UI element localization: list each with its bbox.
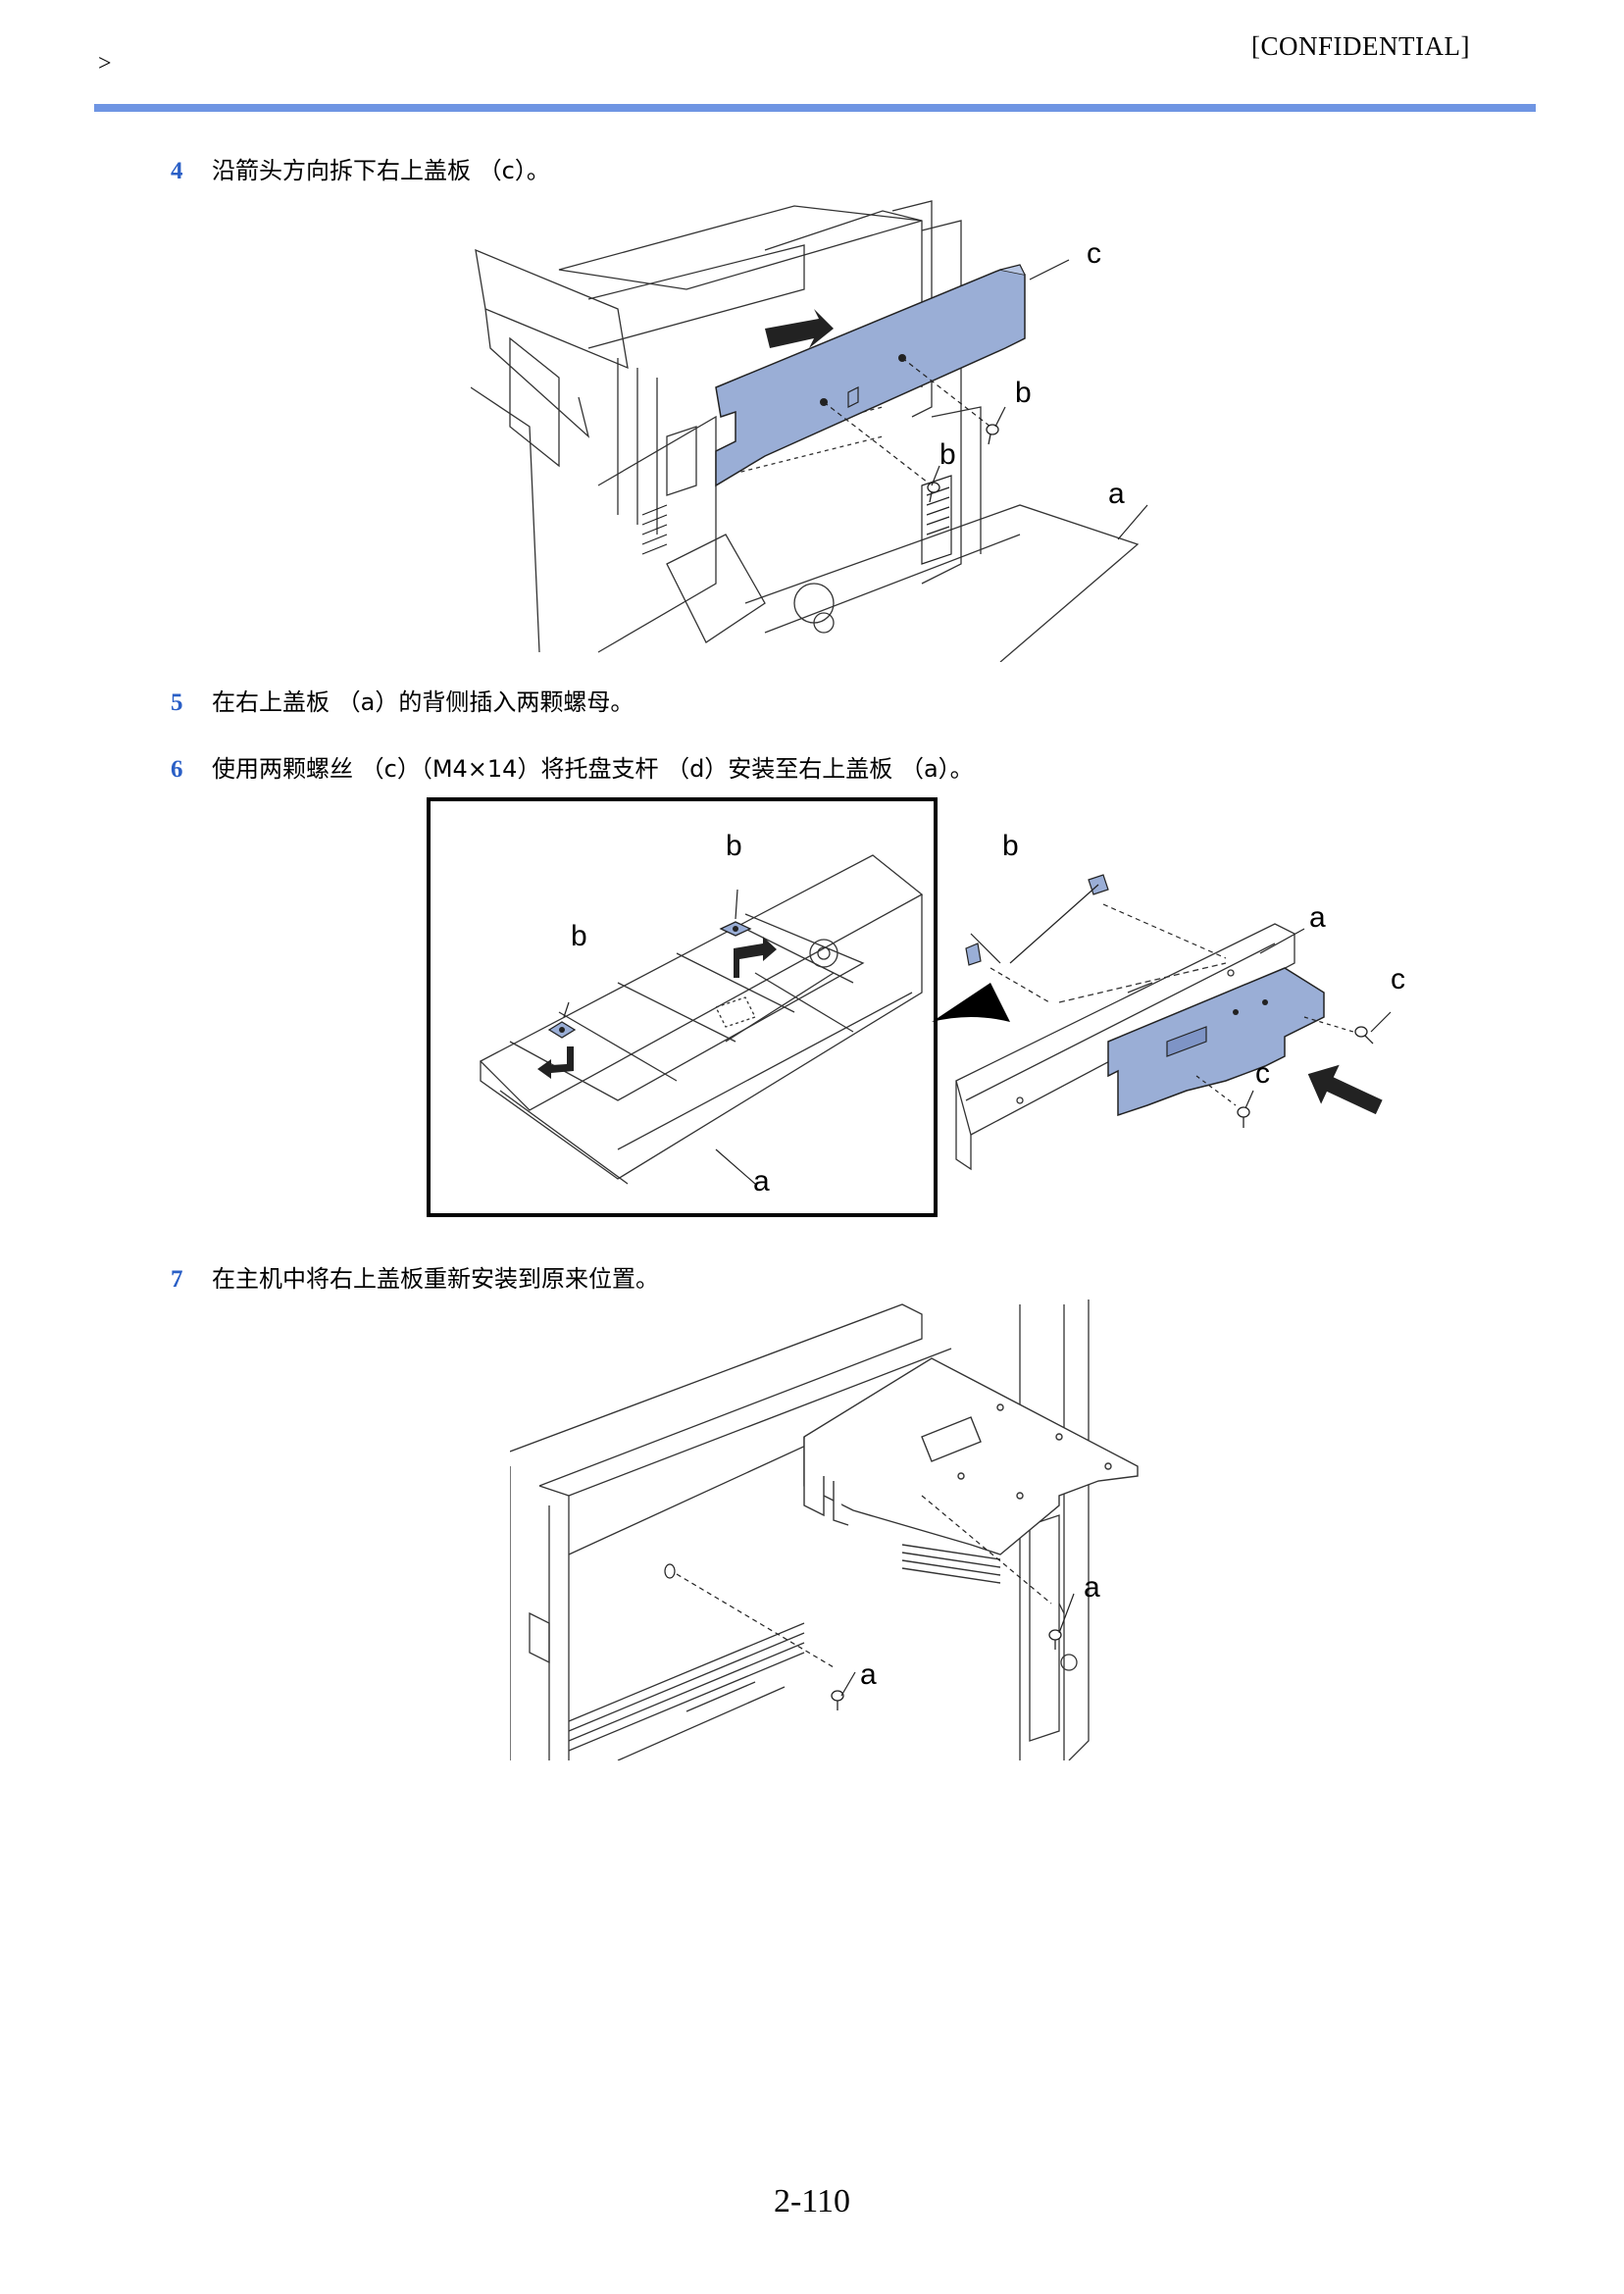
bracket-d [1107,967,1325,1117]
label-b: b [726,830,742,862]
callout-pointer [932,983,1010,1022]
label-a: a [1084,1571,1100,1604]
step-text: 在右上盖板 （a）的背侧插入两颗螺母。 [212,688,634,716]
cover-panel-c [715,269,1026,487]
label-c: c [1391,963,1405,995]
arrow-icon [734,937,777,978]
tray-bracket [803,1357,1139,1584]
detail-inset [427,797,938,1217]
nav-chevron: > [98,51,112,76]
nut-b-lower [965,943,982,966]
step-5: 5 在右上盖板 （a）的背侧插入两颗螺母。 [171,683,634,717]
step-text: 使用两颗螺丝 （c）（M4×14）将托盘支杆 （d）安装至右上盖板 （a）。 [212,755,974,783]
step-6: 6 使用两颗螺丝 （c）（M4×14）将托盘支杆 （d）安装至右上盖板 （a）。 [171,749,974,784]
screw-c-mid [1237,1106,1250,1128]
screw-a-lower [831,1690,844,1710]
step-number: 4 [171,158,183,184]
figure-install-bracket: b b a b a c c [427,797,1405,1217]
screw-a-upper [1048,1629,1062,1650]
step-4: 4 沿箭头方向拆下右上盖板 （c）。 [171,151,550,185]
arrow-icon [765,309,834,348]
arrow-icon [537,1046,574,1079]
arrow-icon [1307,1064,1383,1115]
label-c: c [1255,1057,1270,1090]
label-b: b [1002,830,1019,862]
label-a: a [1309,901,1326,934]
step-text: 在主机中将右上盖板重新安装到原来位置。 [212,1265,659,1293]
step-number: 7 [171,1266,183,1293]
header-rule [94,104,1536,112]
page-number: 2-110 [773,2183,851,2219]
label-b: b [939,438,956,471]
label-c: c [1087,237,1101,270]
step-text: 沿箭头方向拆下右上盖板 （c）。 [212,157,550,184]
step-number: 5 [171,689,183,716]
label-a: a [860,1658,877,1691]
screw-c-right [1354,1026,1374,1045]
step-7: 7 在主机中将右上盖板重新安装到原来位置。 [171,1259,659,1294]
figure-reinstall-cover: a a [510,1300,1139,1760]
label-b: b [1015,377,1032,409]
screw-b-2 [927,482,940,503]
label-a: a [753,1165,770,1198]
step-number: 6 [171,756,183,783]
label-b: b [571,920,587,952]
figure-remove-cover: c b b a [471,200,1148,662]
label-a: a [1108,478,1125,510]
screw-b-1 [986,424,999,445]
confidential-label: [CONFIDENTIAL] [1251,31,1470,61]
